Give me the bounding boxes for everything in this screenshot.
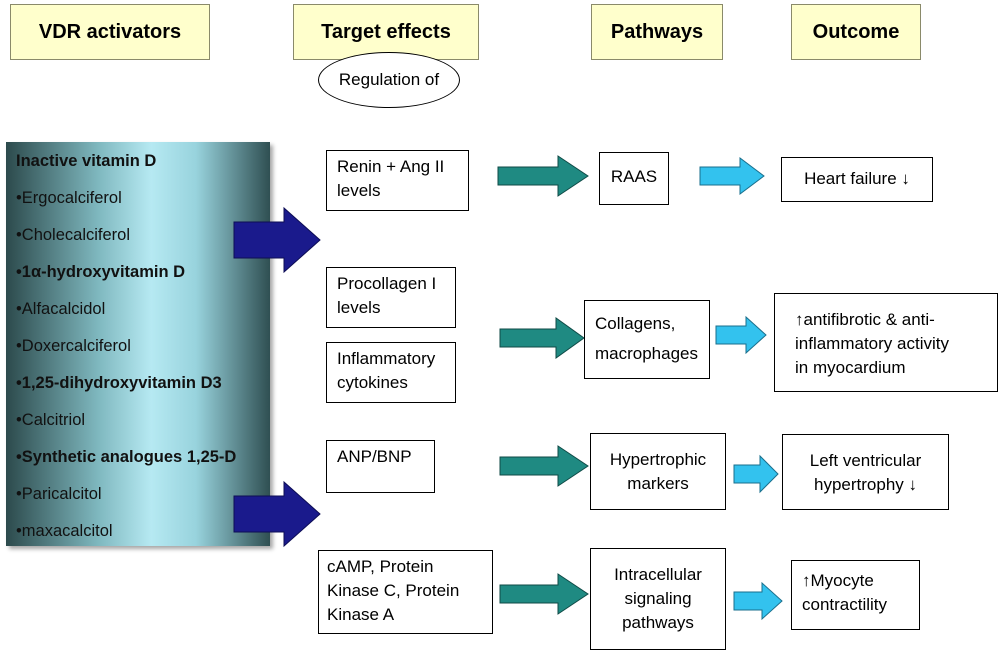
target-renin-ang-text: Renin + Ang II levels (337, 157, 445, 200)
pathway-collagens-text: Collagens, macrophages (595, 314, 699, 363)
header-pathways: Pathways (591, 4, 723, 60)
header-target-effects: Target effects (293, 4, 479, 60)
activator-item: •1,25-dihydroxyvitamin D3 (16, 374, 222, 392)
teal-arrow-intracellular (499, 573, 589, 615)
header-outcome: Outcome (791, 4, 921, 60)
cyan-arrow-antifibrotic (715, 315, 767, 355)
target-procollagen-box: Procollagen I levels (326, 267, 456, 328)
target-inflammatory-box: Inflammatory cytokines (326, 342, 456, 403)
teal-arrow-hypertrophic (499, 445, 589, 487)
teal-arrow-collagens (499, 317, 585, 359)
pathway-hypertrophic-box: Hypertrophic markers (590, 433, 726, 510)
activator-item: •Ergocalciferol (16, 189, 122, 207)
outcome-heart-failure-text: Heart failure ↓ (804, 169, 910, 188)
outcome-antifibrotic-text: ↑antifibrotic & anti- inflammatory activ… (795, 310, 949, 377)
target-anp-bnp-text: ANP/BNP (337, 447, 412, 466)
target-camp-text: cAMP, Protein Kinase C, Protein Kinase A (327, 557, 460, 624)
activator-item: •Paricalcitol (16, 485, 102, 503)
activator-item: •Alfacalcidol (16, 300, 106, 318)
pathway-intracellular-text: Intracellular signaling pathways (614, 565, 702, 632)
outcome-myocyte-box: ↑Myocyte contractility (791, 560, 920, 630)
target-renin-ang-box: Renin + Ang II levels (326, 150, 469, 211)
pathway-collagens-box: Collagens, macrophages (584, 300, 710, 379)
pathway-hypertrophic-text: Hypertrophic markers (609, 450, 707, 493)
activator-item: •Doxercalciferol (16, 337, 131, 355)
pathway-raas-box: RAAS (599, 152, 669, 205)
big-arrow-lower (233, 480, 321, 548)
activator-item: •maxacalcitol (16, 522, 113, 540)
cyan-arrow-heart-failure (699, 157, 765, 195)
teal-arrow-raas (497, 155, 589, 197)
activator-item: •Cholecalciferol (16, 226, 130, 244)
activator-item: •Synthetic analogues 1,25-D (16, 448, 237, 466)
activator-item: •1α-hydroxyvitamin D (16, 263, 186, 281)
pathway-raas-text: RAAS (610, 167, 658, 186)
big-arrow-upper (233, 206, 321, 274)
vdr-activators-panel: Inactive vitamin D •Ergocalciferol •Chol… (6, 142, 270, 546)
outcome-antifibrotic-box: ↑antifibrotic & anti- inflammatory activ… (774, 293, 998, 392)
target-anp-bnp-box: ANP/BNP (326, 440, 435, 493)
pathway-intracellular-box: Intracellular signaling pathways (590, 548, 726, 650)
cyan-arrow-myocyte (733, 581, 783, 621)
target-procollagen-text: Procollagen I levels (337, 274, 437, 317)
target-inflammatory-text: Inflammatory cytokines (337, 349, 436, 392)
header-vdr-activators: VDR activators (10, 4, 210, 60)
outcome-lvh-box: Left ventricular hypertrophy ↓ (782, 434, 949, 510)
outcome-myocyte-text: ↑Myocyte contractility (802, 571, 888, 614)
outcome-heart-failure-box: Heart failure ↓ (781, 157, 933, 202)
activator-item: •Calcitriol (16, 411, 86, 429)
regulation-of-ellipse: Regulation of (318, 52, 460, 108)
cyan-arrow-lvh (733, 454, 779, 494)
target-camp-box: cAMP, Protein Kinase C, Protein Kinase A (318, 550, 493, 634)
outcome-lvh-text: Left ventricular hypertrophy ↓ (809, 451, 922, 494)
activator-item: Inactive vitamin D (16, 152, 157, 170)
